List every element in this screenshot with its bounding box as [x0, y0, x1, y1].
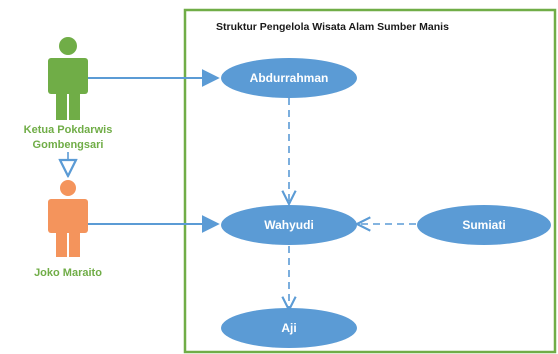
usecase-wahyudi[interactable]: Wahyudi — [221, 205, 357, 245]
actor-torso — [48, 199, 88, 233]
actor-leg-right — [69, 92, 80, 120]
usecase-sumiati[interactable]: Sumiati — [417, 205, 551, 245]
actor-leg-right — [69, 231, 80, 257]
actor-torso — [48, 58, 88, 94]
usecase-label: Abdurrahman — [250, 71, 329, 85]
actor-label-ketua-line2: Gombengsari — [33, 139, 104, 151]
actor-head — [59, 37, 77, 55]
system-boundary — [183, 8, 557, 354]
actor-label-ketua-line1: Ketua Pokdarwis — [24, 124, 113, 136]
usecase-abdurrahman[interactable]: Abdurrahman — [221, 58, 357, 98]
boundary-title: Struktur Pengelola Wisata Alam Sumber Ma… — [216, 21, 449, 33]
actor-ketua — [48, 37, 88, 120]
usecase-label: Sumiati — [462, 218, 505, 232]
actor-label-joko: Joko Maraito — [34, 267, 102, 279]
usecase-label: Wahyudi — [264, 218, 314, 232]
actor-leg-left — [56, 92, 67, 120]
usecase-label: Aji — [281, 321, 296, 335]
actor-leg-left — [56, 231, 67, 257]
actor-joko — [48, 180, 88, 257]
usecase-aji[interactable]: Aji — [221, 308, 357, 348]
actor-head — [60, 180, 76, 196]
